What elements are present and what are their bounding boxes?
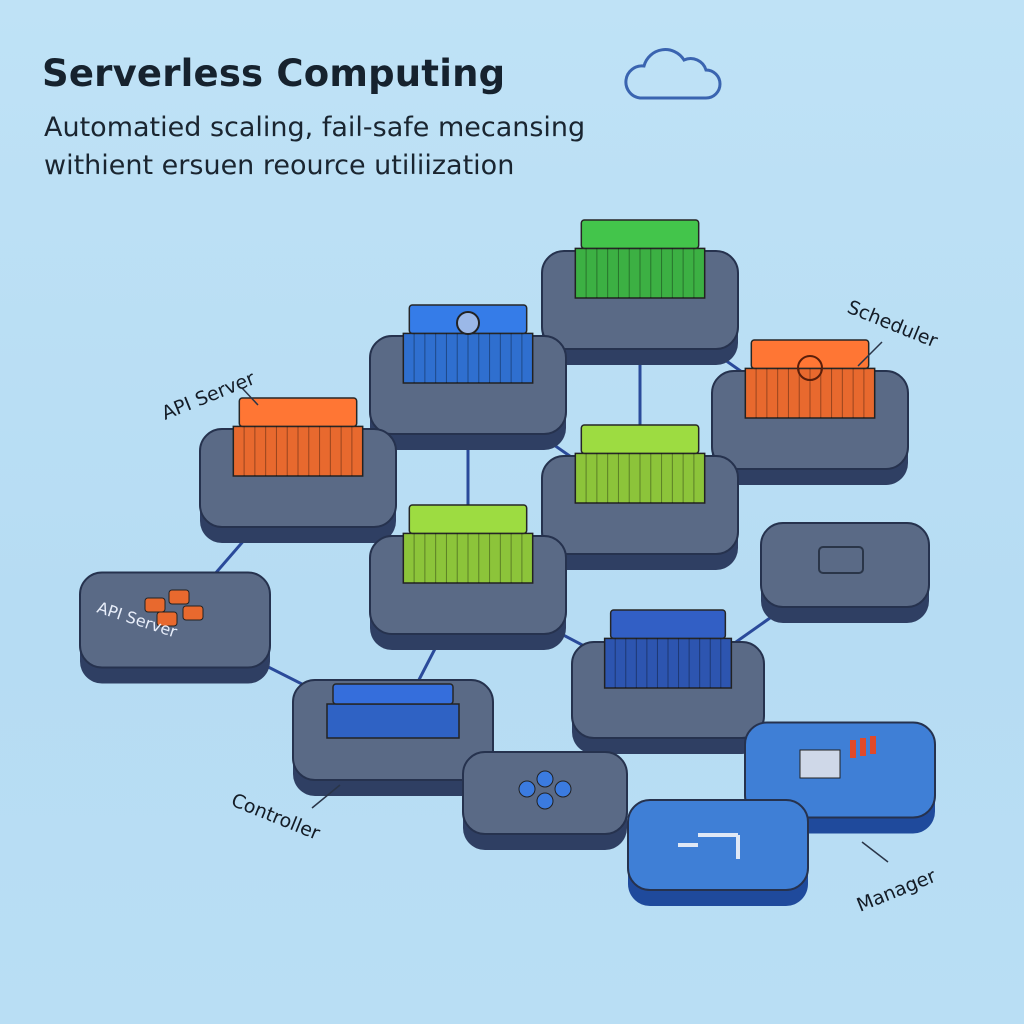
container-box-top [750,339,870,370]
bar-icon [850,740,856,758]
node-search[interactable] [369,304,567,450]
container-box-front [574,452,706,504]
circle-icon [536,792,554,810]
subtitle-line-1: Automatied scaling, fail-safe mecansing [44,112,586,143]
container-box-front [232,425,364,477]
label-leaders [241,341,889,863]
container-box-top [408,504,528,535]
platform-top [760,522,930,608]
node-blue-box[interactable] [571,609,765,754]
label-manager: Manager [854,865,940,917]
node-manager-lower[interactable] [627,799,809,906]
node-circles[interactable] [462,751,628,850]
container-box-top [580,424,700,455]
bar-icon [870,736,876,754]
gear-icon [797,355,823,381]
orange-square-icon [168,589,190,605]
node-green-top[interactable] [541,219,739,365]
label-controller: Controller [228,789,323,844]
node-api-flat[interactable] [79,571,271,684]
search-icon [456,311,480,335]
container-box-front [744,367,876,419]
page-title: Serverless Computing [42,52,506,95]
orange-square-icon [144,597,166,613]
container-box-top [580,219,700,250]
subtitle-line-2: withient ersuen reource utiliization [44,150,515,181]
workflow-icon [818,546,864,574]
container-box-front [402,532,534,584]
monitor-icon [799,749,841,779]
container-box-top [332,683,454,705]
orange-square-icon [182,605,204,621]
bar-icon [860,738,866,756]
orange-square-icon [156,611,178,627]
container-box-front [603,637,733,689]
node-grey-icon[interactable] [760,522,930,623]
cloud-icon [624,48,722,100]
node-api-server[interactable] [199,397,397,543]
pipeline-icon [678,833,740,859]
container-box-top [238,397,358,428]
container-box-front [402,332,534,384]
container-box-top [609,609,727,640]
node-controller[interactable] [292,679,494,796]
platform-top [627,799,809,891]
node-lime-right[interactable] [541,424,739,570]
circle-icon [554,780,572,798]
nodes [79,219,936,906]
circle-icon [518,780,536,798]
circle-icon [536,770,554,788]
node-lime-center[interactable] [369,504,567,650]
container-box-front [326,703,460,739]
container-box-front [574,247,706,299]
node-scheduler[interactable] [711,339,909,485]
